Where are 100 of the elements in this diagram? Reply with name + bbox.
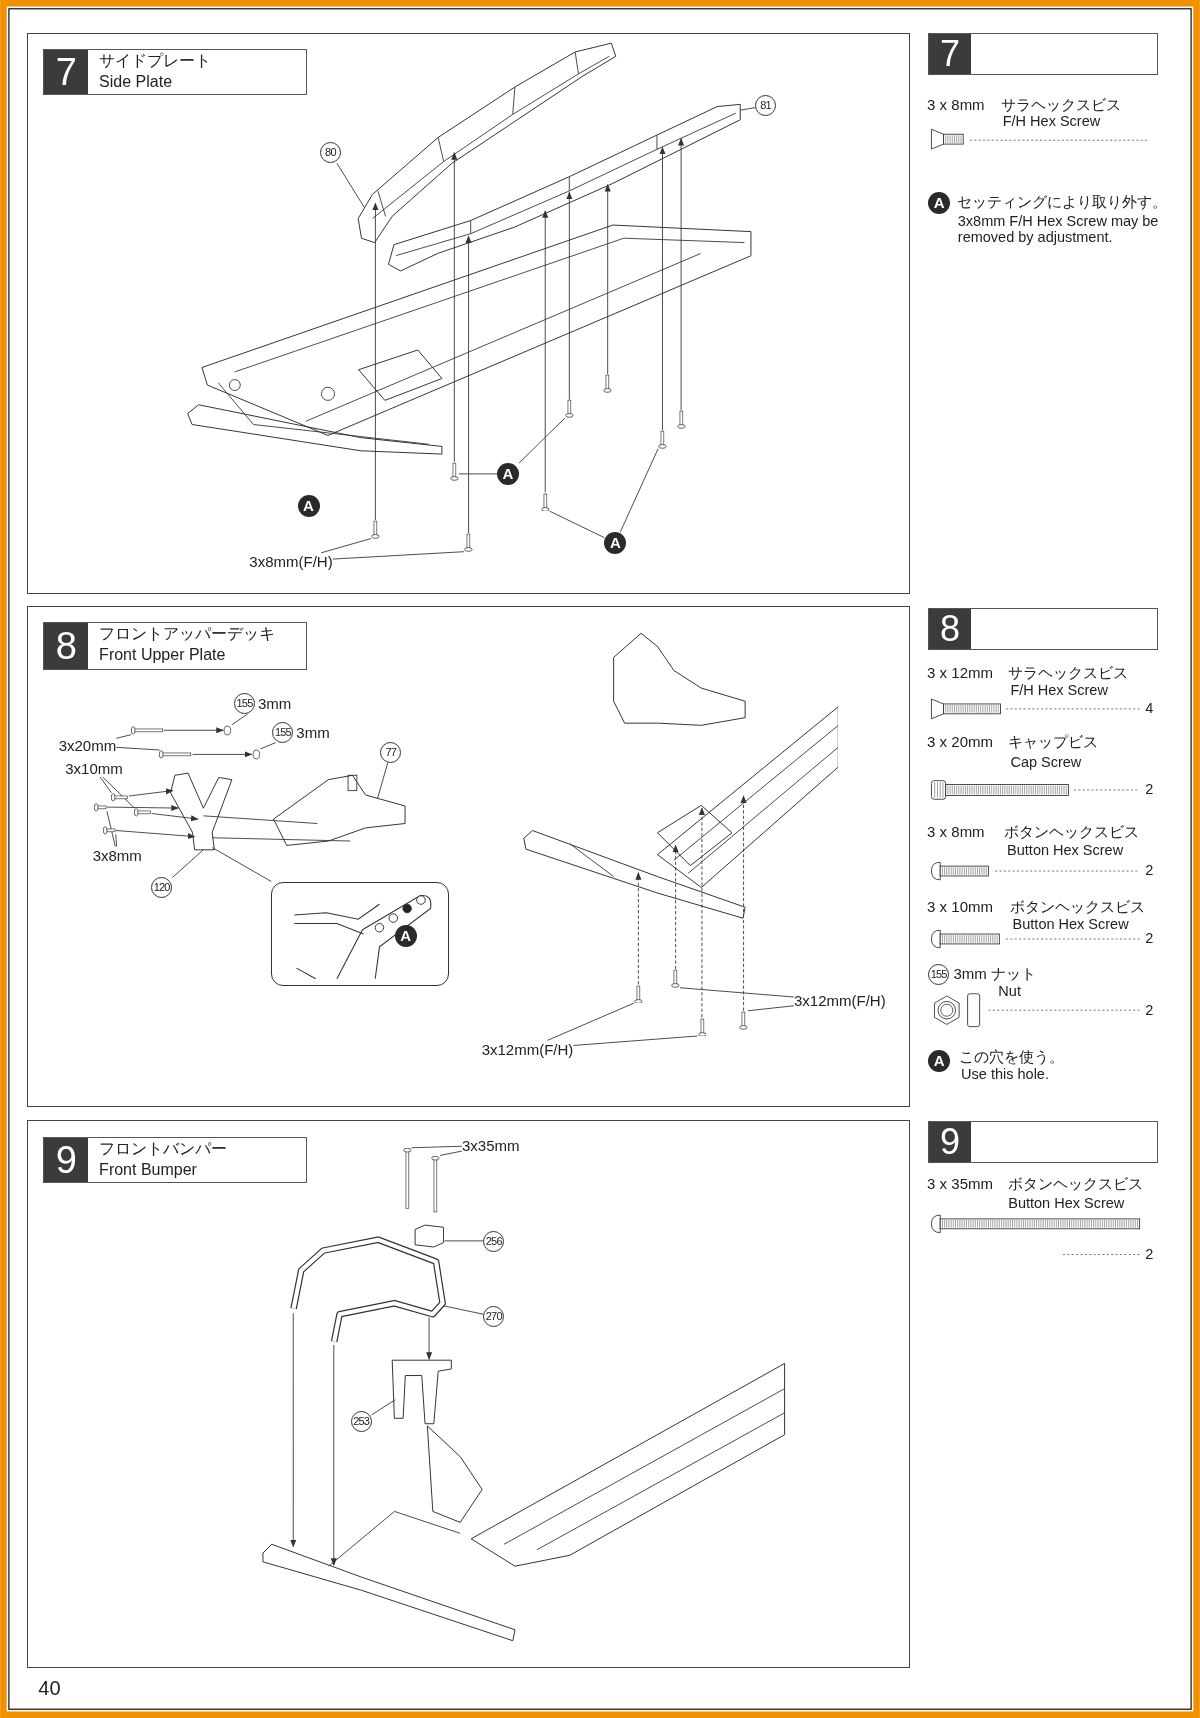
count-label: 2 [1145, 930, 1154, 948]
heading-text: Side Plate [99, 72, 173, 92]
size-label: 3x35mm [461, 1137, 520, 1155]
size-label: 3x8mm [92, 846, 142, 864]
callout-number: 155 [928, 964, 950, 986]
leader-line [439, 1150, 463, 1156]
letter-marker: A [394, 924, 417, 947]
heading-text: フロントアッパーデッキ [99, 625, 276, 644]
part-name: F/H Hex Screw [1010, 681, 1108, 699]
step-panel [27, 1120, 910, 1668]
callout-number: 81 [755, 95, 776, 117]
step-panel [27, 606, 910, 1107]
note-text: 3x8mm F/H Hex Screw may be removed by adjustment. [957, 212, 1160, 246]
size-label: 3 x 20mm [927, 733, 993, 751]
part-name: Button Hex Screw [1007, 841, 1124, 859]
letter-marker: A [928, 1049, 951, 1072]
part-name: サラヘックスビス [1000, 96, 1121, 114]
size-label: 3 x 8mm [927, 96, 985, 114]
leader-line [572, 1035, 698, 1046]
step-number: 8 [929, 609, 971, 649]
heading-text: サイドプレート [99, 52, 212, 71]
heading-text: Front Upper Plate [99, 645, 226, 665]
step-box [928, 32, 1159, 75]
callout-number: 270 [483, 1306, 505, 1328]
size-label: 3 x 10mm [927, 897, 993, 915]
leader-line [411, 1145, 463, 1149]
step-header [43, 621, 308, 671]
step-number: 8 [44, 622, 89, 670]
part-name: サラヘックスビス [1008, 664, 1129, 682]
callout-number: 256 [483, 1230, 505, 1252]
part-name: Button Hex Screw [1012, 916, 1129, 933]
step-header [43, 48, 308, 95]
leader-line [444, 1240, 484, 1242]
step-box [928, 1121, 1159, 1163]
leader-line [739, 107, 756, 111]
letter-marker: A [604, 532, 627, 555]
detail-inset [271, 881, 449, 986]
leader-line [171, 849, 204, 878]
leader-line [547, 1002, 635, 1041]
leader-line [99, 776, 112, 794]
leader-line [679, 987, 795, 998]
callout-number: 120 [151, 876, 173, 898]
callout-number: 155 [272, 721, 294, 743]
step-number: 7 [929, 33, 971, 74]
callout-number: 155 [234, 693, 255, 715]
step-box [928, 608, 1159, 650]
size-label: 3x12mm(F/H) [794, 992, 886, 1010]
leader-line [115, 833, 118, 847]
leader-line [106, 810, 116, 847]
count-label: 2 [1145, 1001, 1154, 1019]
size-label: 3 x 8mm [927, 823, 985, 841]
leader-line [211, 847, 272, 882]
note-text: Use this hole. [961, 1066, 1049, 1083]
step-panel [27, 32, 910, 594]
letter-marker: A [928, 191, 951, 214]
letter-marker: A [297, 494, 320, 517]
note-text: この穴を使う。 [958, 1047, 1064, 1065]
size-label: 3 x 12mm [927, 664, 993, 682]
size-label: 3x10mm [65, 760, 123, 778]
part-name: ボタンヘックスビス [1008, 1174, 1144, 1193]
size-label: 3x8mm(F/H) [249, 552, 333, 571]
count-label: 2 [1145, 1246, 1154, 1263]
step-header [43, 1137, 308, 1184]
part-name: ボタンヘックスビス [1003, 823, 1139, 841]
leader-line [371, 1399, 396, 1416]
leader-line [619, 448, 659, 533]
step-number: 9 [929, 1122, 971, 1162]
page-number: 40 [38, 1676, 61, 1700]
callout-number: 253 [350, 1411, 372, 1433]
leader-line [259, 742, 277, 750]
leader-line [747, 1005, 795, 1012]
part-name: 3mm ナット [953, 965, 1036, 983]
step-number: 7 [44, 49, 89, 94]
leader-line [115, 734, 132, 739]
leader-line [115, 746, 160, 751]
part-name: Cap Screw [1010, 753, 1082, 771]
size-label: 3mm [258, 695, 292, 713]
letter-marker: A [497, 463, 519, 485]
callout-number: 80 [319, 142, 341, 164]
count-label: 2 [1145, 781, 1154, 799]
size-label: 3 x 35mm [927, 1174, 993, 1193]
leader-line [441, 1305, 484, 1315]
leader-line [332, 551, 465, 560]
leader-line [102, 776, 135, 809]
leader-line [377, 762, 389, 799]
count-label: 4 [1145, 700, 1154, 717]
leader-line [518, 417, 566, 464]
count-label: 2 [1145, 862, 1154, 880]
part-name: Button Hex Screw [1008, 1194, 1125, 1212]
heading-text: Front Bumper [99, 1161, 197, 1180]
part-name: キャップビス [1008, 733, 1099, 751]
leader-line [231, 713, 248, 726]
heading-text: フロントバンパー [99, 1140, 228, 1159]
note-text: セッティングにより取り外す。 [956, 192, 1167, 211]
part-name: F/H Hex Screw [1002, 112, 1101, 130]
leader-line [549, 510, 605, 539]
size-label: 3x20mm [58, 737, 117, 755]
leader-line [336, 162, 365, 209]
step-number: 9 [44, 1138, 89, 1183]
size-label: 3x12mm(F/H) [481, 1040, 574, 1058]
